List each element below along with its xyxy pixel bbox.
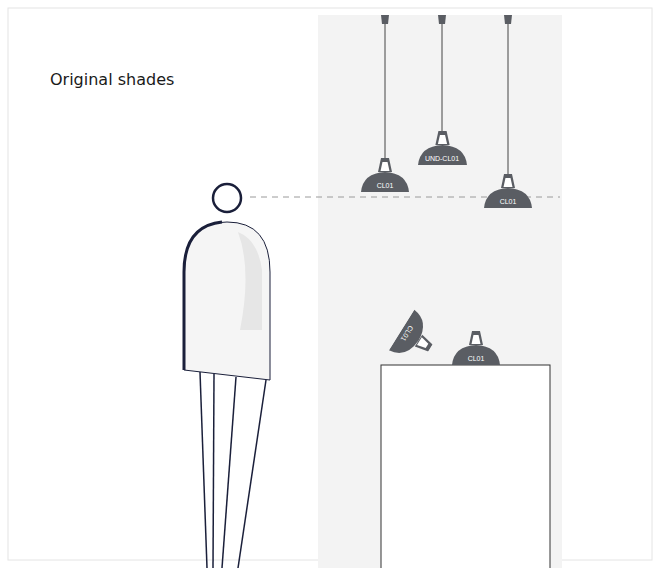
diagram-title: Original shades: [50, 70, 174, 89]
pendant-cord: [385, 24, 386, 159]
part-code: CL01: [360, 182, 410, 189]
lamp-shade: UND-CL01: [417, 131, 468, 165]
lamp-shade: CL01: [360, 158, 410, 192]
lamp-shade-body: CL01: [360, 158, 410, 192]
part-code: CL01: [451, 355, 501, 362]
ceiling-caps: [381, 15, 512, 24]
person-body-edge: [184, 222, 222, 370]
person-shading: [238, 232, 262, 330]
person-body: [184, 222, 270, 380]
pendant-cords: [385, 24, 508, 175]
lamp-shade: CL01: [451, 331, 501, 365]
person-legs: [200, 372, 266, 568]
lamp-shade: CL01: [483, 174, 533, 208]
person-head: [213, 184, 241, 212]
pendant-cord: [508, 24, 509, 175]
lamp-shade-body: CL01: [451, 331, 501, 365]
pendant-cord: [442, 24, 443, 132]
cabinet: [381, 365, 550, 568]
lamp-shade-body: CL01: [483, 174, 533, 208]
part-code: UND-CL01: [417, 155, 468, 162]
lamp-shade-body: UND-CL01: [417, 131, 468, 165]
part-code: CL01: [483, 198, 533, 205]
